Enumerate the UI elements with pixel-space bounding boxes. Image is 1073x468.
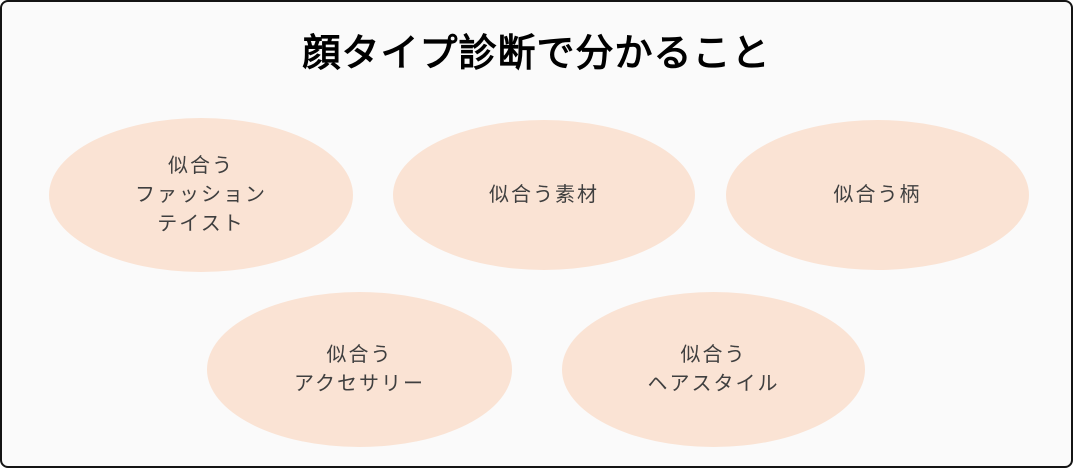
ellipse-material: 似合う素材 xyxy=(393,120,695,270)
ellipse-hairstyle-label: 似合う ヘアスタイル xyxy=(647,343,780,395)
ellipse-accessory: 似合う アクセサリー xyxy=(207,292,512,447)
page-title: 顔タイプ診断で分かること xyxy=(302,33,771,75)
ellipse-pattern-label: 似合う柄 xyxy=(833,183,922,206)
ellipse-hairstyle: 似合う ヘアスタイル xyxy=(562,292,865,447)
ellipse-fashion-taste: 似合う ファッション テイスト xyxy=(49,118,353,272)
ellipse-pattern: 似合う柄 xyxy=(726,120,1029,270)
ellipse-material-label: 似合う素材 xyxy=(489,183,599,206)
ellipse-accessory-label: 似合う アクセサリー xyxy=(294,343,425,395)
ellipse-fashion-taste-label: 似合う ファッション テイスト xyxy=(135,154,267,235)
